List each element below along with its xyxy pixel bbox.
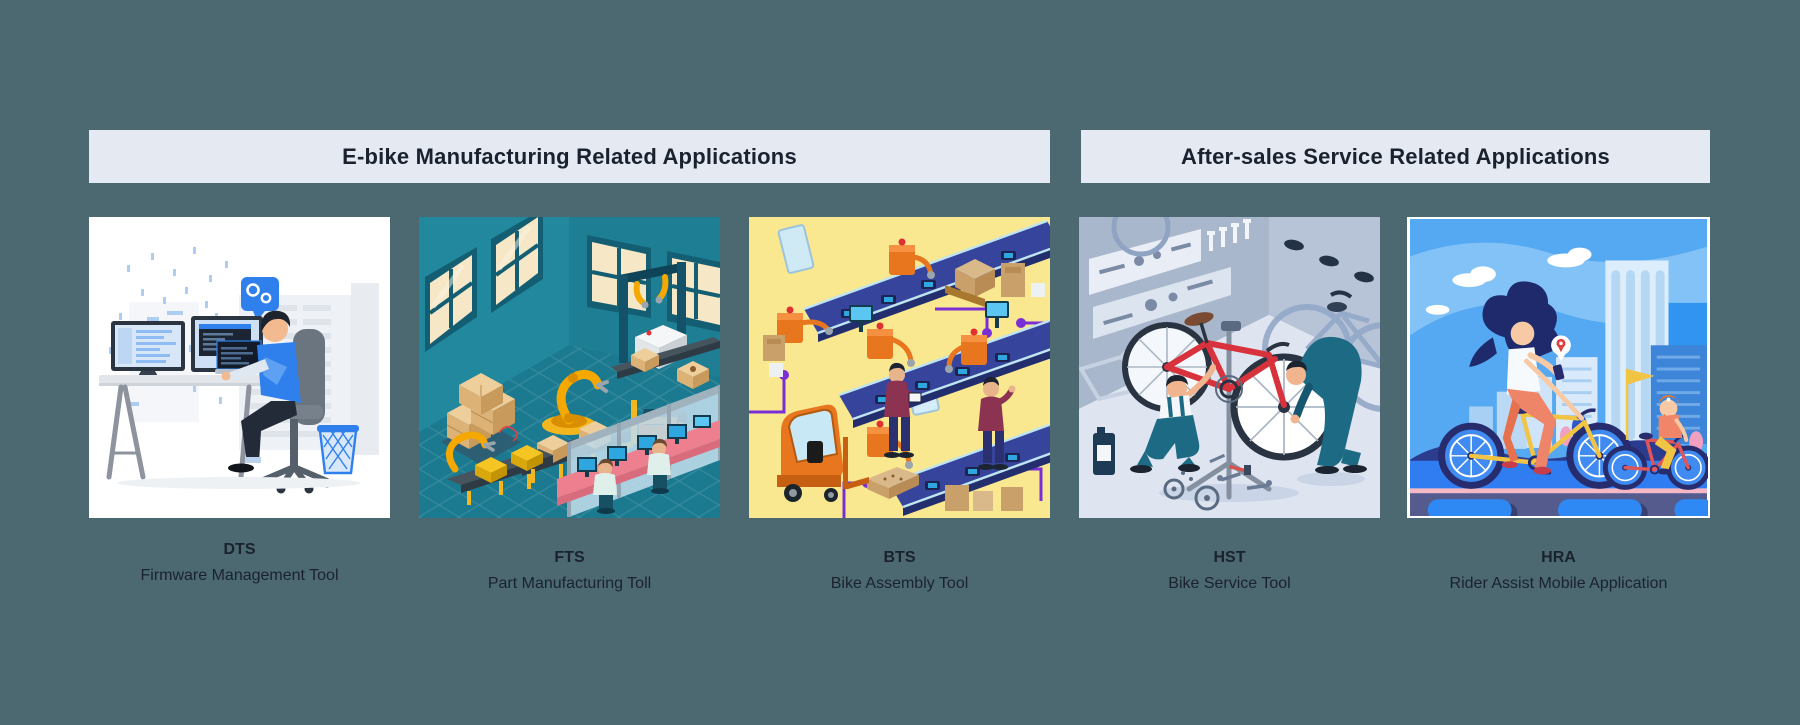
card-description: Bike Assembly Tool xyxy=(830,575,969,592)
card-dts: DTS Firmware Management Tool xyxy=(89,217,390,586)
card-label-dts: DTS Firmware Management Tool xyxy=(89,540,390,586)
hra-illustration xyxy=(1407,217,1710,518)
card-label-bts: BTS Bike Assembly Tool xyxy=(749,548,1050,594)
city-riders-art xyxy=(1410,219,1708,516)
card-acronym: HRA xyxy=(1541,549,1576,566)
card-description: Bike Service Tool xyxy=(1168,575,1291,592)
card-description: Firmware Management Tool xyxy=(140,567,339,584)
card-fts: FTS Part Manufacturing Toll xyxy=(419,217,720,594)
dts-illustration xyxy=(89,217,390,518)
card-label-hst: HST Bike Service Tool xyxy=(1079,548,1380,594)
card-hst: HST Bike Service Tool xyxy=(1079,217,1380,594)
card-acronym: DTS xyxy=(223,541,256,558)
card-description: Rider Assist Mobile Application xyxy=(1449,575,1668,592)
bike-workshop-art xyxy=(1079,217,1380,518)
hst-illustration xyxy=(1079,217,1380,518)
card-label-hra: HRA Rider Assist Mobile Application xyxy=(1407,548,1710,594)
bts-illustration xyxy=(749,217,1050,518)
section-title-after-sales: After-sales Service Related Applications xyxy=(1180,143,1610,169)
factory-art xyxy=(419,217,720,518)
card-bts: BTS Bike Assembly Tool xyxy=(749,217,1050,594)
card-label-fts: FTS Part Manufacturing Toll xyxy=(419,548,720,594)
section-header-after-sales: After-sales Service Related Applications xyxy=(1081,130,1710,183)
card-acronym: BTS xyxy=(883,549,916,566)
section-title-manufacturing: E-bike Manufacturing Related Application… xyxy=(342,143,797,169)
card-description: Part Manufacturing Toll xyxy=(487,575,652,592)
card-acronym: HST xyxy=(1213,549,1246,566)
card-hra: HRA Rider Assist Mobile Application xyxy=(1407,217,1710,594)
card-acronym: FTS xyxy=(554,549,585,566)
section-header-manufacturing: E-bike Manufacturing Related Application… xyxy=(89,130,1050,183)
fts-illustration xyxy=(419,217,720,518)
assembly-line-art xyxy=(749,217,1050,518)
developer-workstation-art xyxy=(89,217,390,518)
